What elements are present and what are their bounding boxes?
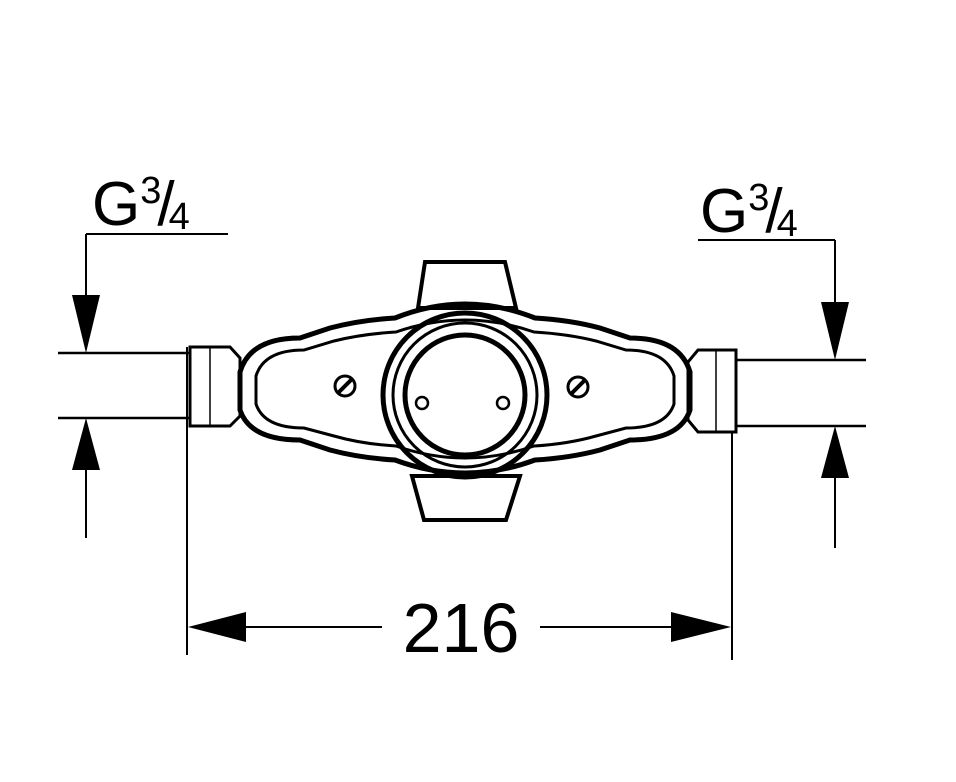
- right-end-block: [686, 348, 738, 434]
- left-pipe: [58, 351, 190, 420]
- left-thread-dimension: [85, 233, 228, 538]
- housing-outer: [237, 301, 693, 476]
- inner-bore: [402, 332, 528, 458]
- right-arrow-up: [821, 426, 849, 478]
- bottom-lug: [409, 474, 523, 522]
- left-end-block: [188, 345, 242, 428]
- housing-inner: [254, 318, 676, 460]
- outer-ring: [380, 310, 550, 480]
- left-thread-label: G3/4: [92, 170, 190, 239]
- right-screw: [566, 375, 590, 399]
- left-arrow-down: [72, 295, 100, 353]
- width-dimension: [186, 347, 733, 660]
- right-thread-label: G3/4: [700, 177, 798, 246]
- pin-left: [414, 395, 430, 411]
- left-screw: [333, 374, 357, 398]
- middle-ring: [391, 321, 539, 469]
- right-pipe: [736, 358, 866, 428]
- left-arrow-up: [72, 418, 100, 470]
- width-arrow-left: [188, 612, 246, 642]
- top-lug: [415, 260, 519, 310]
- right-thread-dimension: [698, 239, 836, 548]
- valve-body: [188, 260, 738, 522]
- pin-right: [495, 395, 511, 411]
- width-arrow-right: [671, 612, 731, 642]
- width-label: 216: [403, 589, 520, 667]
- right-arrow-down: [821, 302, 849, 360]
